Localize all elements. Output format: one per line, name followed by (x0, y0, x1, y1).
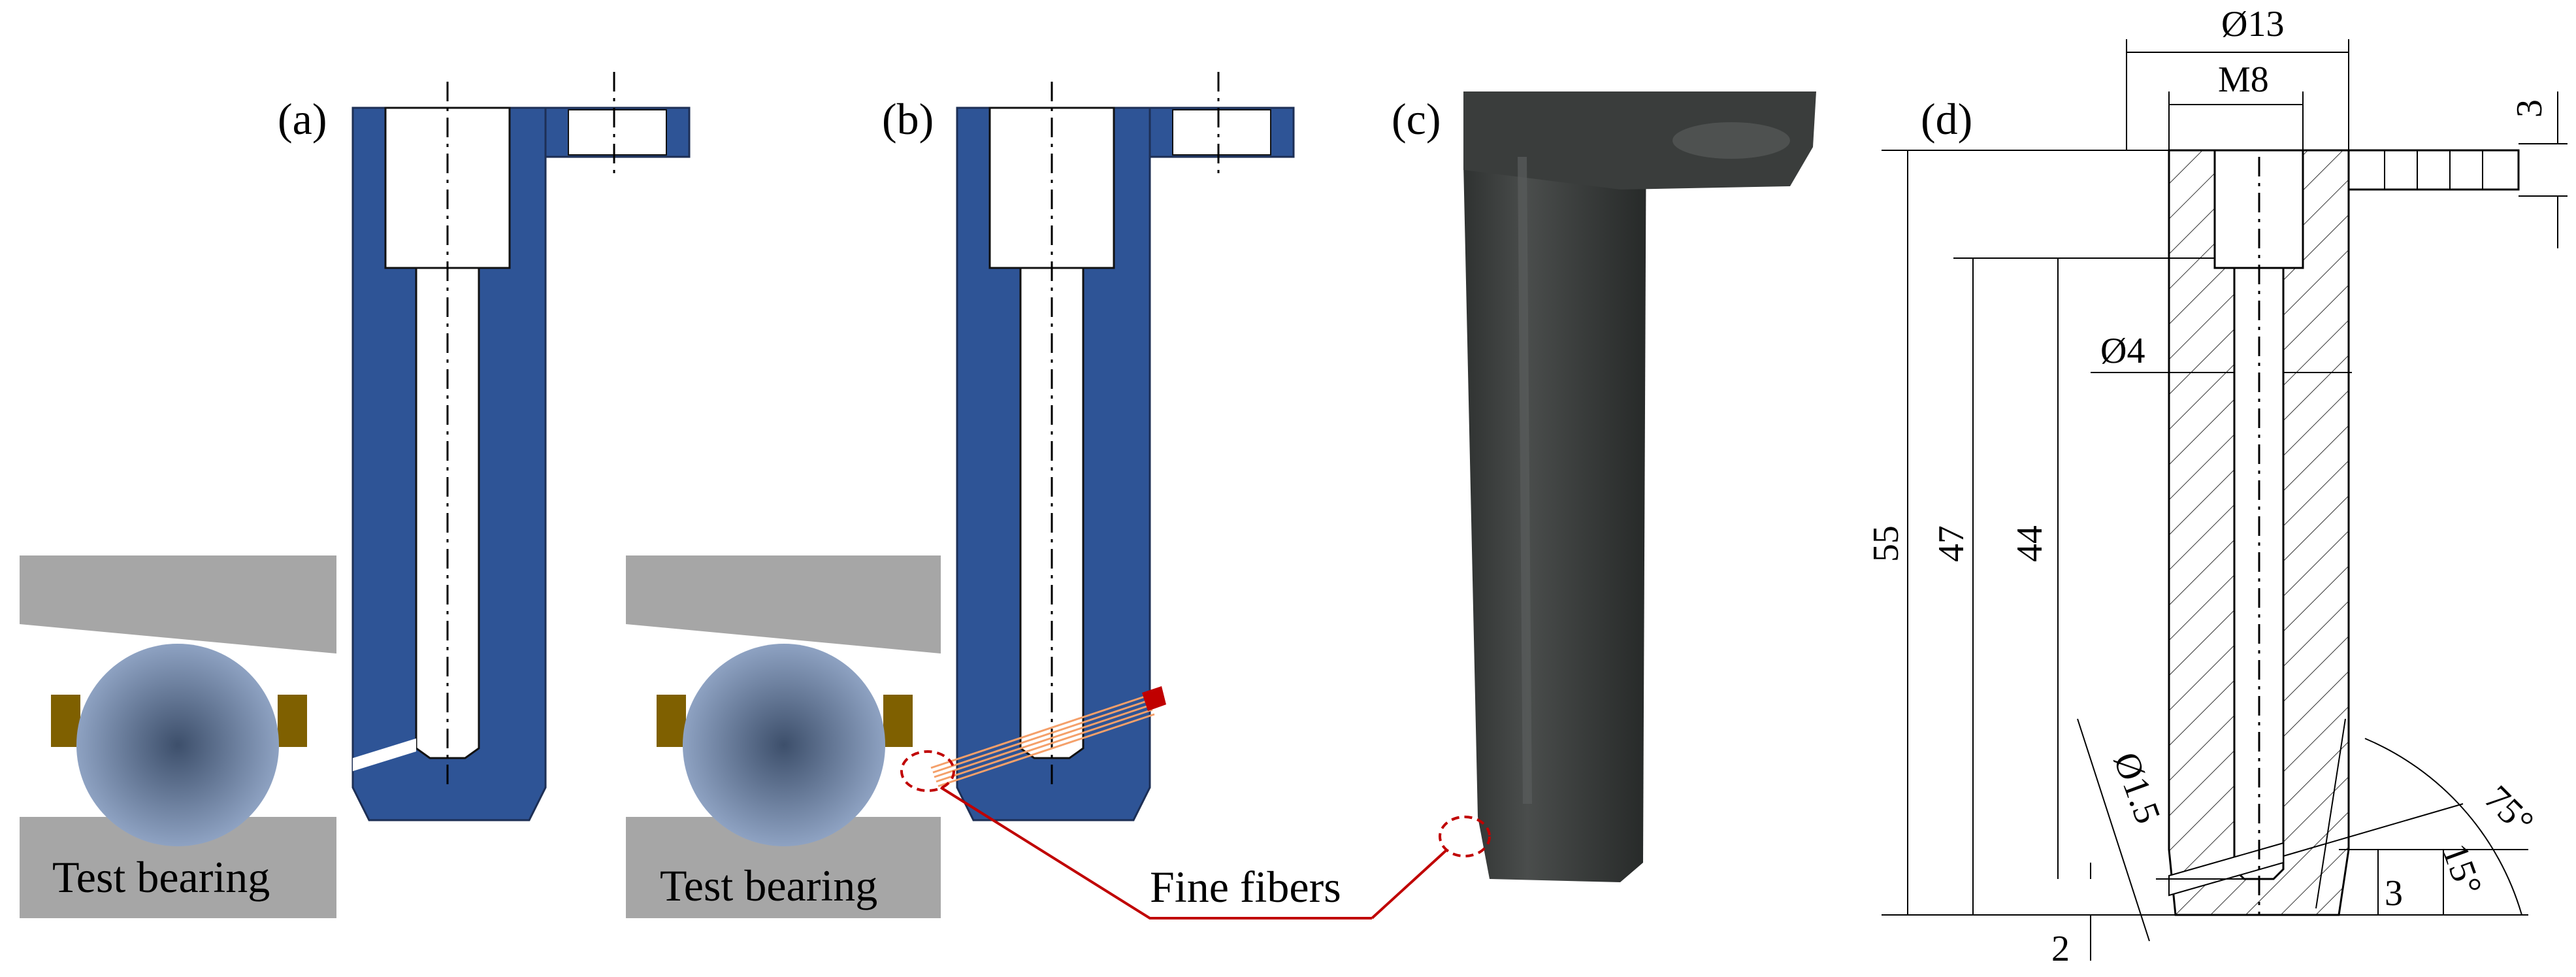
leader-line-right (1371, 848, 1448, 919)
fiber-tip-highlight (1439, 816, 1491, 857)
flange-section (2347, 149, 2520, 191)
dim-angle-75: 75° (2477, 778, 2541, 842)
leader-line-left (939, 786, 1372, 919)
holder-photo-flange (1463, 91, 1816, 190)
holder-photo-body (1463, 105, 1646, 882)
panel-d-label: (d) (1921, 94, 1972, 144)
dim-gap-2: 2 (2051, 929, 2070, 969)
dim-bore-diameter: Ø4 (2100, 331, 2145, 371)
dim-thread: M8 (2218, 59, 2269, 100)
rolling-ball (683, 644, 885, 846)
dim-outer-diameter: Ø13 (2221, 4, 2284, 44)
holder-photo-highlight (1518, 156, 1532, 804)
panel-d: (d) (1866, 4, 2568, 969)
fine-fibers-annotation: Fine fibers (939, 786, 1448, 919)
dimension-lines (1907, 52, 2558, 961)
flange-dashes (2384, 150, 2483, 190)
bearing-label-b: Test bearing (660, 861, 877, 910)
angled-hole (2168, 842, 2284, 897)
fiber-tip-highlight (900, 750, 955, 792)
bearing-outer-ring (626, 555, 941, 654)
bearing-outer-ring (20, 555, 336, 654)
dim-angle-15: 15° (2434, 838, 2490, 901)
cage-right (278, 695, 307, 747)
bearing-label-a: Test bearing (52, 852, 270, 902)
panel-c: (c) (1392, 91, 1816, 882)
dim-gap-3: 3 (2385, 873, 2403, 914)
dim-length-55: 55 (1866, 525, 1906, 562)
fiber-connector (1142, 686, 1166, 711)
holder-photo-hole (1672, 122, 1790, 159)
panel-b: (b) Test bearing (626, 72, 1295, 918)
fiber-bundle (930, 695, 1155, 787)
dim-length-44: 44 (2010, 525, 2050, 562)
dim-hole-diameter: Ø1.5 (2106, 747, 2168, 829)
cage-left (51, 695, 80, 747)
dim-flange-thickness: 3 (2509, 99, 2550, 118)
flange-hole (1172, 109, 1271, 156)
angled-hole (353, 738, 416, 771)
panel-c-label: (c) (1392, 94, 1441, 144)
panel-b-label: (b) (882, 94, 934, 144)
dim-length-47: 47 (1931, 525, 1972, 562)
cage-left (657, 695, 686, 747)
fine-fibers-label: Fine fibers (1150, 862, 1341, 912)
flange-hole (568, 109, 667, 156)
panel-a: (a) Test bearing (20, 72, 691, 918)
panel-a-label: (a) (278, 94, 327, 144)
extension-lines (1882, 39, 2568, 916)
rolling-ball (76, 644, 279, 846)
cage-right (883, 695, 913, 747)
